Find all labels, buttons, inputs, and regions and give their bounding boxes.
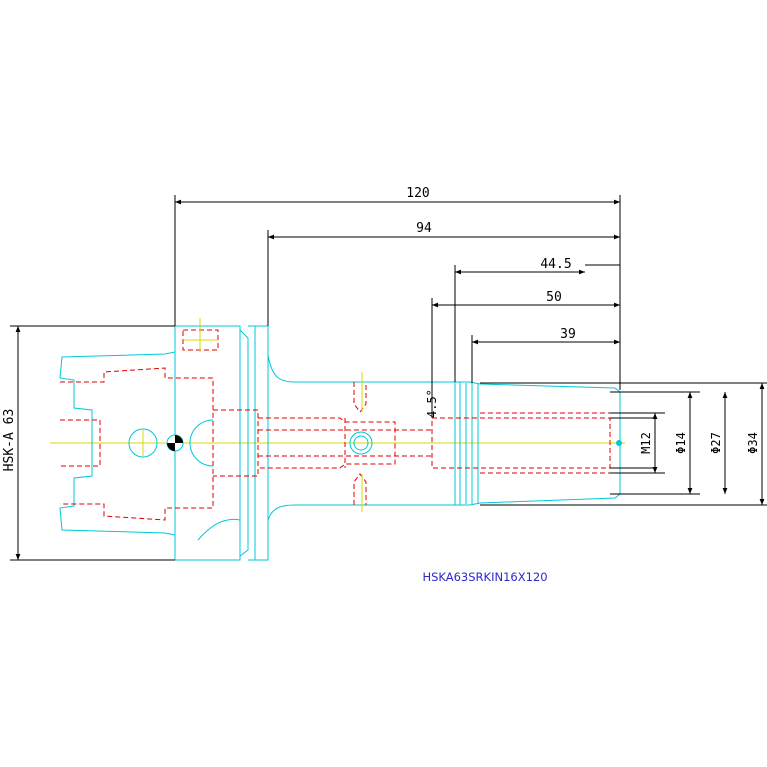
center-marks [130, 318, 363, 512]
dim-39: 39 [560, 327, 576, 342]
dim-d34: Φ34 [746, 432, 760, 454]
dim-hsk-a63: HSK-A 63 [2, 409, 17, 472]
hidden-lines [60, 329, 611, 521]
dim-94: 94 [416, 221, 432, 236]
dim-m12: M12 [639, 432, 653, 454]
dimension-lines [10, 195, 767, 561]
dim-50: 50 [546, 290, 562, 305]
gauge-marker [166, 434, 622, 452]
dim-d14: Φ14 [674, 432, 688, 454]
dim-120: 120 [406, 186, 429, 201]
dim-44-5: 44.5 [540, 257, 571, 272]
dim-d27: Φ27 [709, 432, 723, 454]
part-outline [59, 325, 621, 561]
part-number-label: HSKA63SRKIN16X120 [422, 570, 547, 584]
dim-angle: 4.5° [425, 389, 439, 418]
